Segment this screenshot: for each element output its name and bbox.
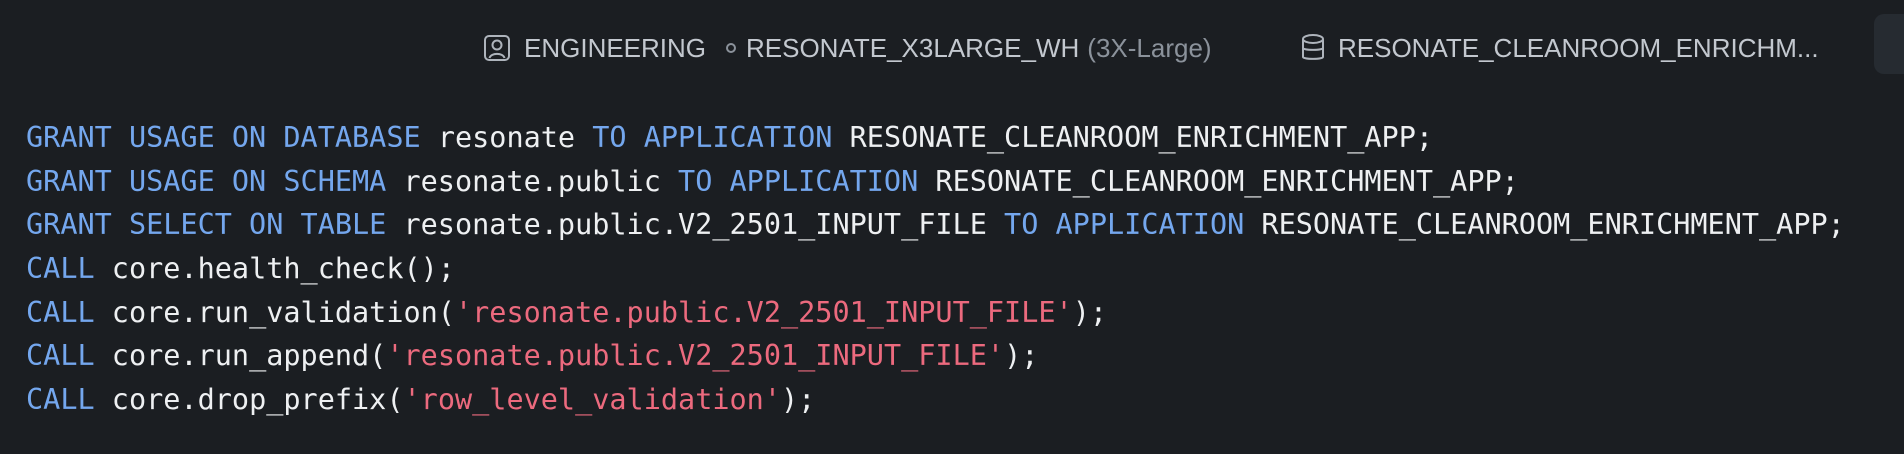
sql-identifier: core.drop_prefix( <box>94 383 404 417</box>
sql-keyword: GRANT SELECT ON TABLE <box>26 208 387 242</box>
user-badge-icon <box>482 33 512 63</box>
code-line[interactable]: CALL core.run_validation('resonate.publi… <box>26 291 1904 335</box>
sql-punctuation: ); <box>1072 295 1108 329</box>
sql-string: 'resonate.public.V2_2501_INPUT_FILE' <box>386 339 1005 373</box>
sql-keyword: CALL <box>26 339 95 373</box>
role-selector[interactable]: ENGINEERING <box>482 30 706 66</box>
sql-identifier: core.run_append( <box>94 339 387 373</box>
sql-keyword: CALL <box>26 295 95 329</box>
code-line[interactable]: CALL core.run_append('resonate.public.V2… <box>26 334 1904 378</box>
code-line[interactable]: CALL core.health_check(); <box>26 247 1904 291</box>
sql-keyword: TO APPLICATION <box>678 164 919 198</box>
sql-keyword: TO APPLICATION <box>592 121 833 154</box>
role-name: ENGINEERING <box>524 32 707 63</box>
sql-identifier: RESONATE_CLEANROOM_ENRICHMENT_APP; <box>1244 208 1845 242</box>
sql-identifier: resonate.public <box>386 164 679 198</box>
sql-keyword: GRANT USAGE ON DATABASE <box>26 121 421 154</box>
warehouse-selector[interactable]: RESONATE_X3LARGE_WH (3X-Large) <box>726 30 1212 66</box>
code-line[interactable]: GRANT USAGE ON DATABASE resonate TO APPL… <box>26 116 1904 160</box>
sql-keyword: CALL <box>26 252 95 286</box>
sql-keyword: GRANT USAGE ON SCHEMA <box>26 164 387 198</box>
sql-string: 'row_level_validation' <box>403 383 782 417</box>
sql-identifier: RESONATE_CLEANROOM_ENRICHMENT_APP; <box>918 164 1519 198</box>
code-line[interactable]: GRANT USAGE ON SCHEMA resonate.public TO… <box>26 160 1904 204</box>
sql-string: 'resonate.public.V2_2501_INPUT_FILE' <box>454 295 1073 329</box>
context-toolbar: ENGINEERING RESONATE_X3LARGE_WH (3X-Larg… <box>0 0 1904 96</box>
sql-punctuation: ); <box>781 383 816 417</box>
sql-keyword: CALL <box>26 383 95 417</box>
status-dot-icon <box>726 43 736 53</box>
warehouse-size: (3X-Large) <box>1087 32 1212 63</box>
sql-punctuation: ); <box>1004 339 1039 373</box>
sql-identifier: RESONATE_CLEANROOM_ENRICHMENT_APP; <box>832 121 1434 154</box>
warehouse-name: RESONATE_X3LARGE_WH <box>746 32 1080 63</box>
code-line[interactable]: GRANT SELECT ON TABLE resonate.public.V2… <box>26 203 1904 247</box>
code-line[interactable]: CALL core.drop_prefix('row_level_validat… <box>26 378 1904 422</box>
sql-keyword: TO APPLICATION <box>1004 208 1245 242</box>
database-selector[interactable]: RESONATE_CLEANROOM_ENRICHM... <box>1300 30 1819 66</box>
run-button[interactable] <box>1874 14 1904 74</box>
sql-identifier: resonate <box>420 121 593 154</box>
database-name: RESONATE_CLEANROOM_ENRICHM... <box>1338 32 1819 63</box>
sql-identifier: resonate.public.V2_2501_INPUT_FILE <box>386 208 1005 242</box>
sql-identifier: core.health_check(); <box>94 252 455 286</box>
sql-editor[interactable]: GRANT USAGE ON DATABASE resonate TO APPL… <box>26 116 1904 422</box>
sql-identifier: core.run_validation( <box>94 295 455 329</box>
database-icon <box>1300 33 1326 63</box>
